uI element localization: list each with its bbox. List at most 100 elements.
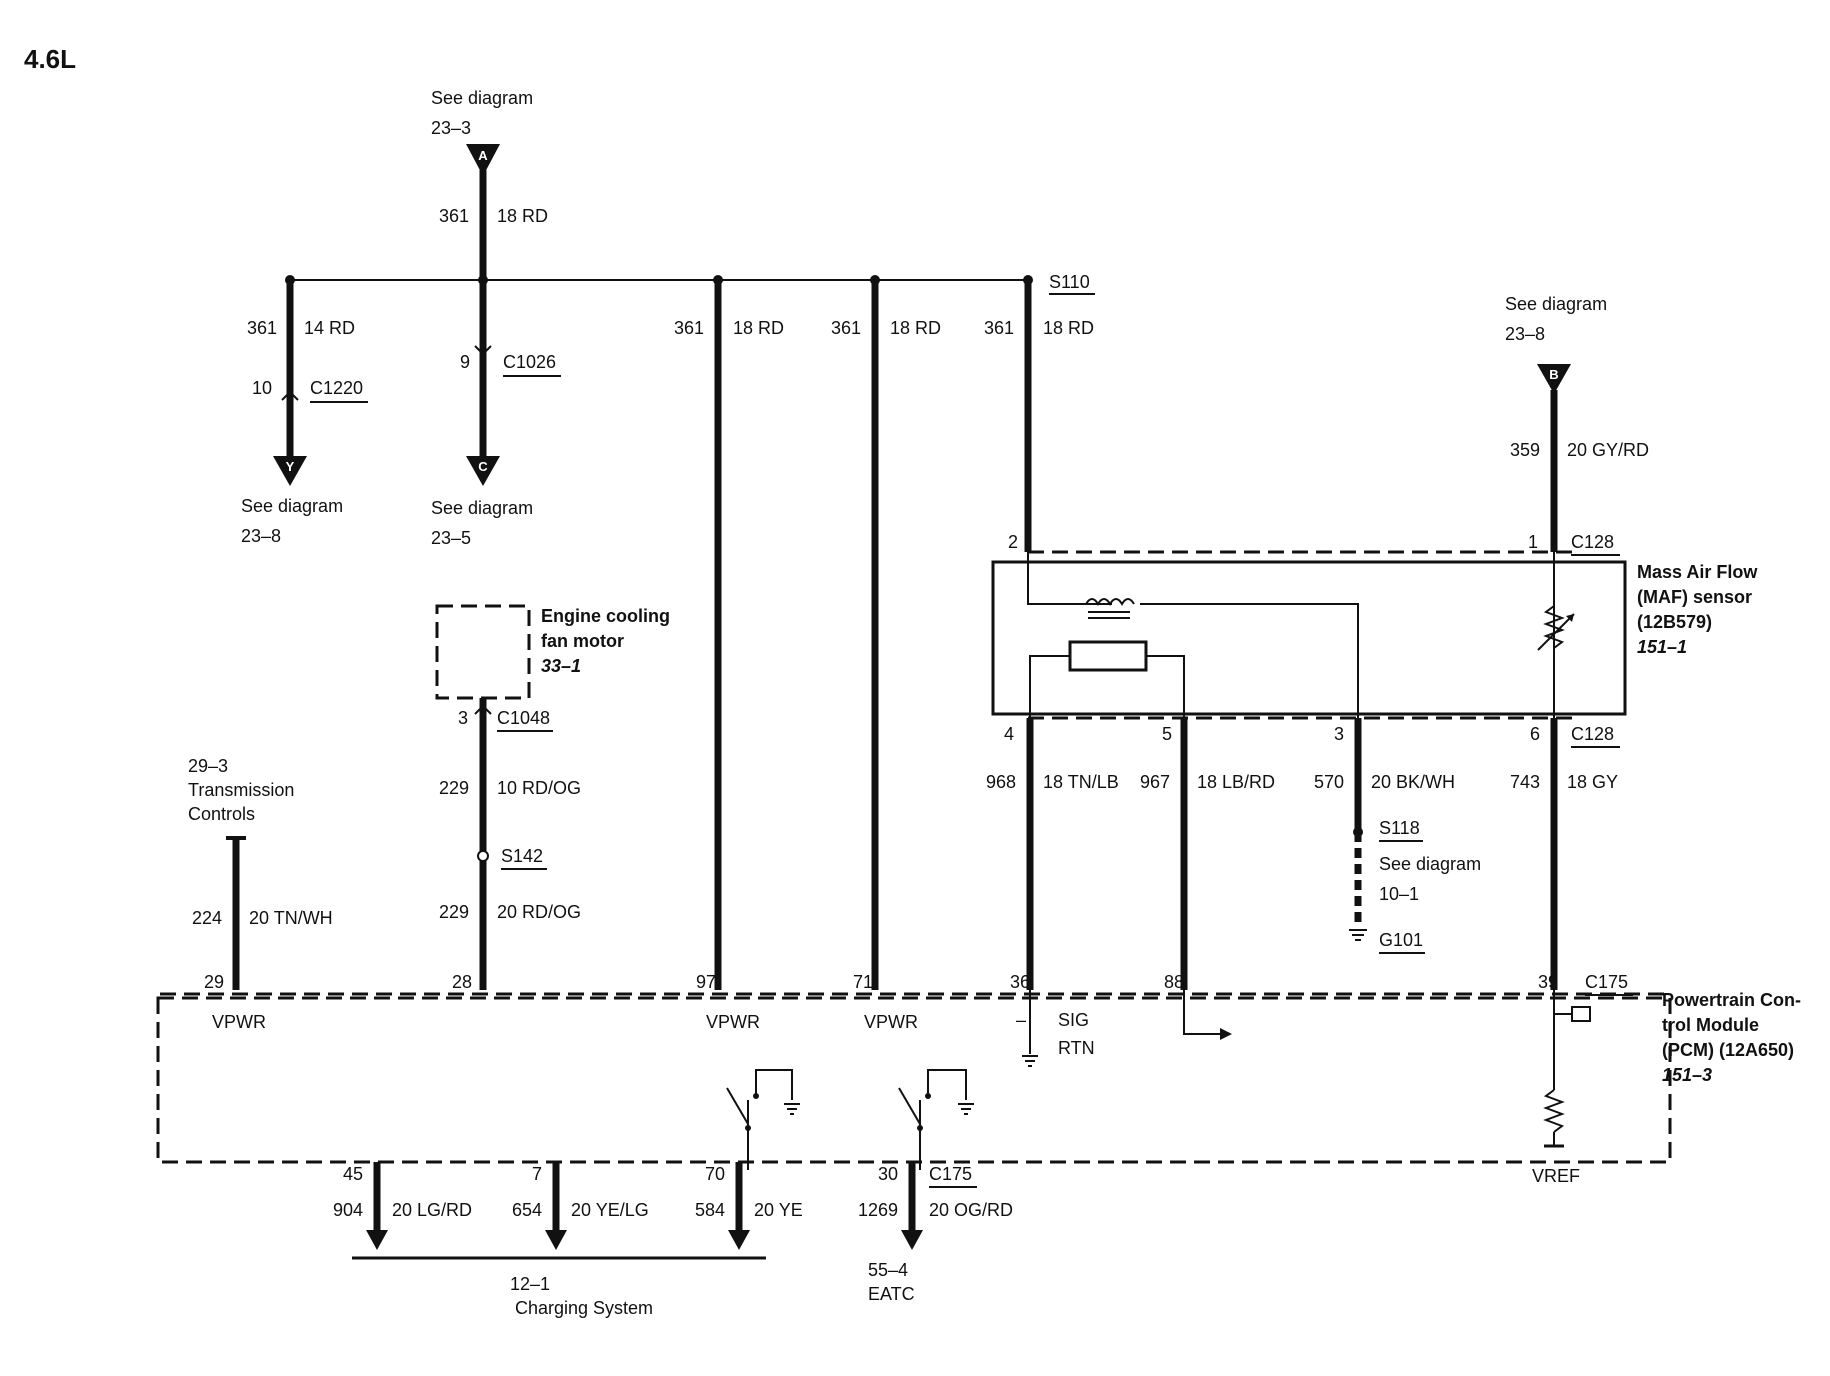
pcm-sig-label: SIG	[1058, 1010, 1089, 1030]
maf-sensor: 2 1 C128 Mass Air Flow (MAF) sensor (12B…	[991, 532, 1758, 720]
maf-heater-element-icon	[1068, 640, 1148, 672]
wire-654-pin: 7	[532, 1164, 542, 1184]
transmission-line1: Transmission	[188, 780, 294, 800]
wire-1269-spec: 20 OG/RD	[929, 1200, 1013, 1220]
connector-b-letter: B	[1549, 367, 1558, 382]
wire-968-pin: 4	[1004, 724, 1014, 744]
engine-cooling-fan-motor: Engine cooling fan motor 33–1	[435, 604, 670, 700]
connector-a: See diagram 23–3 A	[431, 88, 533, 176]
wire-361-maf-spec: 18 RD	[1043, 318, 1094, 338]
wire-361-pin97-circuit: 361	[674, 318, 704, 338]
connector-c-ref-line1: See diagram	[431, 498, 533, 518]
connector-c1026-label: C1026	[503, 352, 556, 372]
wire-361-pin71-spec: 18 RD	[890, 318, 941, 338]
wire-743-circuit: 743	[1510, 772, 1540, 792]
maf-variable-arrowhead-icon	[1566, 614, 1574, 622]
wire-654-arrow-icon	[545, 1230, 567, 1250]
connector-y-ref-line2: 23–8	[241, 526, 281, 546]
pcm-rtn-label: RTN	[1058, 1038, 1095, 1058]
ground-g101-icon	[1349, 929, 1367, 941]
connector-c1048-symbol	[474, 704, 492, 715]
wire-570-circuit: 570	[1314, 772, 1344, 792]
connector-c128-top-label: C128	[1571, 532, 1614, 552]
pcm-rtn-ground-icon	[1022, 1055, 1038, 1067]
connector-a-ref-line2: 23–3	[431, 118, 471, 138]
wire-904-pin: 45	[343, 1164, 363, 1184]
connector-c128-bottom-label: C128	[1571, 724, 1614, 744]
eatc-label: EATC	[868, 1284, 915, 1304]
pcm-vpwr-1: VPWR	[212, 1012, 266, 1032]
fan-ref: 33–1	[541, 656, 581, 676]
pcm-pin-29: 29	[204, 972, 224, 992]
splice-s118-dot	[1353, 827, 1363, 837]
maf-name-line1: Mass Air Flow	[1637, 562, 1758, 582]
fan-name-line2: fan motor	[541, 631, 624, 651]
wire-584-pin: 70	[705, 1164, 725, 1184]
connector-y: Y See diagram 23–8	[241, 456, 343, 546]
connector-c1026-symbol	[474, 345, 492, 356]
connector-y-ref-line1: See diagram	[241, 496, 343, 516]
wire-229-b-spec: 20 RD/OG	[497, 902, 581, 922]
wire-743-spec: 18 GY	[1567, 772, 1618, 792]
transmission-ref: 29–3	[188, 756, 228, 776]
pcm-pin88-trace	[1183, 990, 1226, 1035]
wire-361-to-y-circuit: 361	[247, 318, 277, 338]
splice-s118-ref-line1: See diagram	[1379, 854, 1481, 874]
pcm-switch-1-icon	[726, 1069, 800, 1170]
wire-904-arrow-icon	[366, 1230, 388, 1250]
splice-s110-label: S110	[1049, 272, 1090, 292]
wire-654-circuit: 654	[512, 1200, 542, 1220]
wire-743-pin: 6	[1530, 724, 1540, 744]
pcm-vref-label: VREF	[1532, 1166, 1580, 1186]
wire-904-spec: 20 LG/RD	[392, 1200, 472, 1220]
wire-to-c-pin: 9	[460, 352, 470, 372]
wire-224-circuit: 224	[192, 908, 222, 928]
pcm-name-line3: (PCM) (12A650)	[1662, 1040, 1794, 1060]
wire-904-circuit: 904	[333, 1200, 363, 1220]
splice-s118-ref-line2: 10–1	[1379, 884, 1419, 904]
wire-654-spec: 20 YE/LG	[571, 1200, 649, 1220]
maf-name-line2: (MAF) sensor	[1637, 587, 1752, 607]
wire-359-spec: 20 GY/RD	[1567, 440, 1649, 460]
transmission-line2: Controls	[188, 804, 255, 824]
maf-ref: 151–1	[1637, 637, 1687, 657]
connector-b-ref-line1: See diagram	[1505, 294, 1607, 314]
pcm-vref-resistor-icon	[1543, 1089, 1565, 1133]
wire-1269-pin: 30	[878, 1164, 898, 1184]
ground-g101-label: G101	[1379, 930, 1423, 950]
diagram-title: 4.6L	[24, 44, 76, 74]
wire-361-main-circuit: 361	[439, 206, 469, 226]
wire-224-spec: 20 TN/WH	[249, 908, 333, 928]
pcm-name-line2: trol Module	[1662, 1015, 1759, 1035]
wire-584-circuit: 584	[695, 1200, 725, 1220]
maf-variable-arrow-icon	[1537, 613, 1575, 651]
splice-s142-dot	[477, 850, 489, 862]
pcm-pin-39: 39	[1538, 972, 1558, 992]
wire-1269-arrow-icon	[901, 1230, 923, 1250]
connector-c-letter: C	[478, 459, 488, 474]
pcm-minus-sign: –	[1016, 1010, 1026, 1030]
connector-y-letter: Y	[286, 459, 295, 474]
maf-heater-trace	[1029, 655, 1185, 718]
wire-361-to-y-pin: 10	[252, 378, 272, 398]
wire-229-a-pin: 3	[458, 708, 468, 728]
connector-c1220-symbol	[281, 390, 299, 401]
connector-a-arrow-icon	[466, 144, 500, 176]
wire-361-maf-circuit: 361	[984, 318, 1014, 338]
pcm-signal-tap-icon	[1571, 1006, 1591, 1022]
wire-229-b-circuit: 229	[439, 902, 469, 922]
connector-c175-top-label: C175	[1585, 972, 1628, 992]
wire-967-pin: 5	[1162, 724, 1172, 744]
wire-584-spec: 20 YE	[754, 1200, 803, 1220]
connector-c: C See diagram 23–5	[431, 456, 533, 548]
pcm-ref: 151–3	[1662, 1065, 1712, 1085]
wire-967-spec: 18 LB/RD	[1197, 772, 1275, 792]
connector-y-arrow-icon	[273, 456, 307, 486]
fan-name-line1: Engine cooling	[541, 606, 670, 626]
pcm-pin-36: 36	[1010, 972, 1030, 992]
eatc-ref: 55–4	[868, 1260, 908, 1280]
pcm-switch-2-icon	[898, 1069, 974, 1170]
wire-361-pin97-spec: 18 RD	[733, 318, 784, 338]
maf-pin-1: 1	[1528, 532, 1538, 552]
